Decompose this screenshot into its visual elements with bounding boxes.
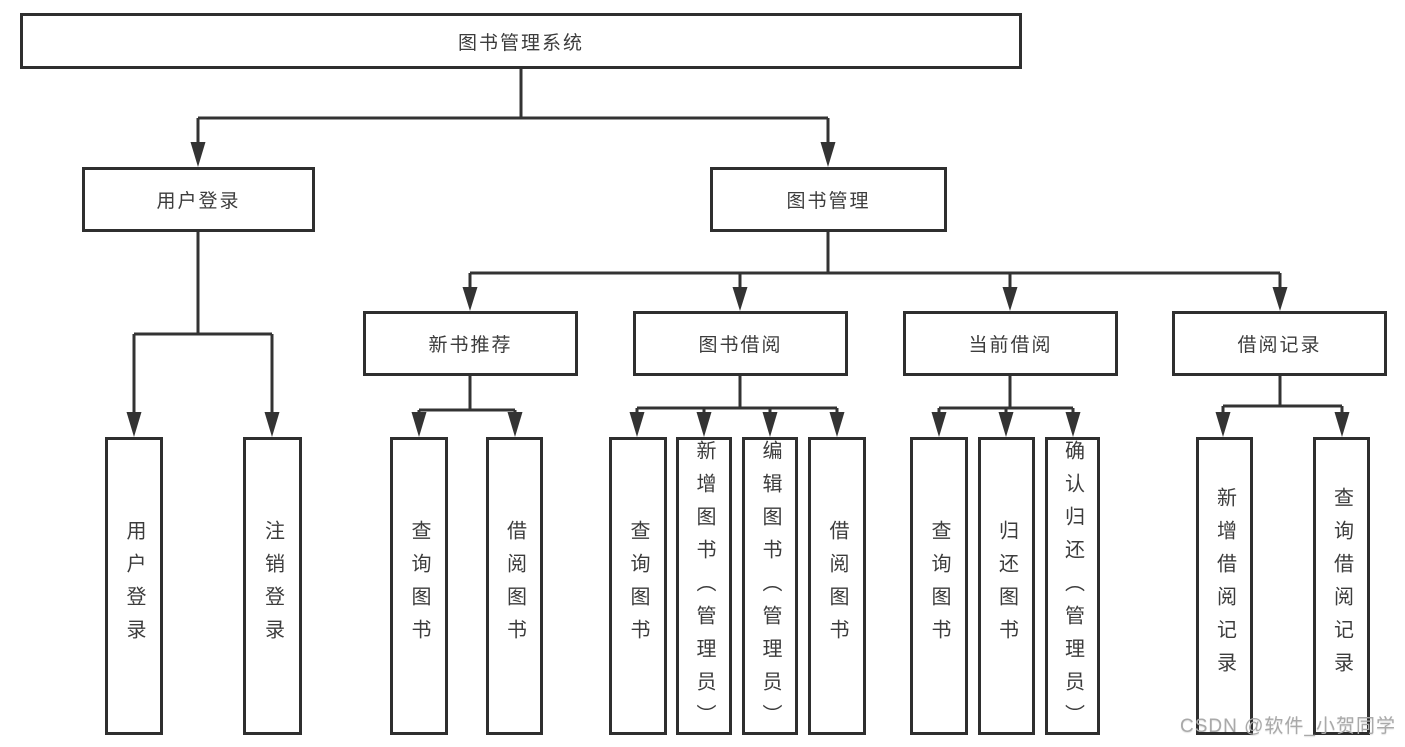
node-label: 当前借阅 xyxy=(968,335,1053,356)
leaf-confirm-return-admin: 确认归还（管理员） xyxy=(1045,437,1100,737)
leaf-borrow-books: 借阅图书 xyxy=(808,437,866,735)
leaf-label: 编辑图书（管理员） xyxy=(759,440,781,737)
leaf-user-login: 用户登录 xyxy=(105,437,163,735)
leaf-query-books-newbook: 查询图书 xyxy=(390,437,448,735)
leaf-label: 注销登录 xyxy=(261,520,284,652)
leaf-edit-books-admin: 编辑图书（管理员） xyxy=(742,437,798,737)
node-label: 图书管理 xyxy=(786,191,871,212)
leaf-return-books: 归还图书 xyxy=(978,437,1035,735)
node-user-login: 用户登录 xyxy=(82,167,315,232)
csdn-watermark: CSDN @软件_小贺同学 xyxy=(1180,716,1396,737)
leaf-add-books-admin: 新增图书（管理员） xyxy=(676,437,732,737)
leaf-label: 用户登录 xyxy=(123,520,145,652)
leaf-label: 归还图书 xyxy=(995,520,1018,652)
node-label: 图书管理系统 xyxy=(457,32,584,54)
node-current-borrowing: 当前借阅 xyxy=(903,311,1118,376)
leaf-label: 查询借阅记录 xyxy=(1330,487,1353,685)
node-label: 借阅记录 xyxy=(1237,335,1322,356)
leaf-query-books-current: 查询图书 xyxy=(910,437,968,735)
leaf-borrow-books-newbook: 借阅图书 xyxy=(486,437,543,735)
node-label: 图书借阅 xyxy=(698,335,783,356)
leaf-label: 借阅图书 xyxy=(826,520,848,652)
node-borrowing-records: 借阅记录 xyxy=(1172,311,1387,376)
leaf-label: 新增图书（管理员） xyxy=(693,440,715,737)
leaf-add-borrow-record: 新增借阅记录 xyxy=(1196,437,1253,735)
leaf-logout: 注销登录 xyxy=(243,437,302,735)
node-book-management: 图书管理 xyxy=(710,167,947,232)
leaf-label: 确认归还（管理员） xyxy=(1061,440,1084,737)
node-new-book-recommendation: 新书推荐 xyxy=(363,311,578,376)
leaf-label: 新增借阅记录 xyxy=(1213,487,1236,685)
leaf-query-books-borrow: 查询图书 xyxy=(609,437,667,735)
node-book-borrowing: 图书借阅 xyxy=(633,311,848,376)
node-label: 用户登录 xyxy=(156,191,241,212)
leaf-label: 借阅图书 xyxy=(503,520,526,652)
leaf-label: 查询图书 xyxy=(928,520,950,652)
node-label: 新书推荐 xyxy=(428,335,513,356)
node-library-management-system: 图书管理系统 xyxy=(20,13,1022,69)
leaf-label: 查询图书 xyxy=(408,520,430,652)
leaf-query-borrow-record: 查询借阅记录 xyxy=(1313,437,1370,735)
leaf-label: 查询图书 xyxy=(627,520,649,652)
